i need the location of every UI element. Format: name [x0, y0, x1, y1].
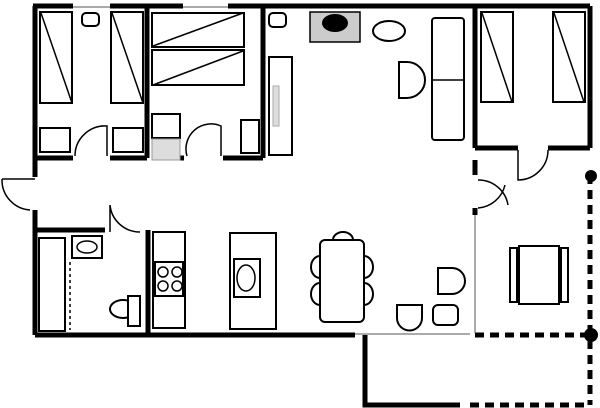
- chair: [437, 267, 466, 295]
- chair: [396, 304, 423, 332]
- stool: [432, 304, 459, 326]
- desk: [151, 113, 181, 139]
- bathtub: [38, 237, 66, 332]
- terrace-table: [518, 245, 560, 305]
- wardrobe: [112, 127, 144, 153]
- doors: [1, 123, 549, 233]
- sideboard: [268, 56, 293, 156]
- armchair: [398, 61, 426, 99]
- armchair: [372, 20, 406, 42]
- sofa: [431, 17, 465, 141]
- stove: [151, 138, 181, 161]
- nightstand: [81, 12, 100, 27]
- nightstand: [268, 12, 287, 28]
- wardrobe: [39, 127, 71, 153]
- sink: [71, 235, 103, 259]
- wardrobe: [240, 119, 260, 154]
- dining-table: [319, 239, 365, 323]
- furniture: [38, 11, 586, 332]
- walls: [32, 3, 598, 408]
